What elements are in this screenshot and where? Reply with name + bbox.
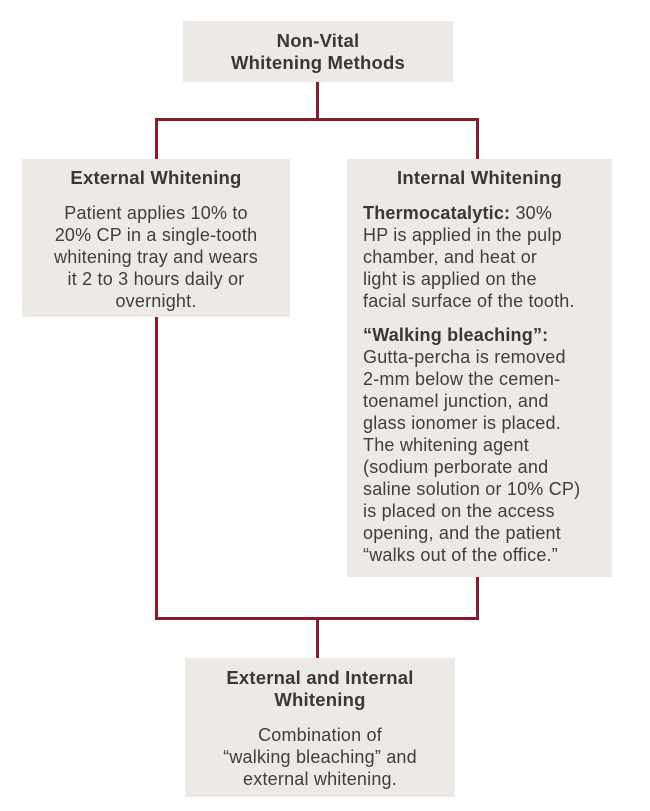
node-internal-whitening: Internal Whitening Thermocatalytic: 30% … [347,159,612,577]
walking-bleaching-paragraph: “Walking bleaching”: Gutta-percha is rem… [363,324,596,566]
node-external-and-internal-whitening: External and Internal Whitening Combinat… [185,658,455,797]
node-external-whitening: External Whitening Patient applies 10% t… [22,159,290,317]
connector-left-merge-vertical [155,317,158,620]
thermocatalytic-paragraph: Thermocatalytic: 30% HP is applied in th… [363,202,596,312]
paragraph-lead: Thermocatalytic: [363,203,511,223]
node-title: Internal Whitening [397,167,562,188]
connector-combined-vertical [316,620,319,658]
connector-branch-horizontal [155,118,479,121]
connector-root-vertical [316,82,319,121]
paragraph-text: Gutta-percha is removed 2-mm below the c… [363,347,581,565]
node-nonvital-whitening-methods: Non-Vital Whitening Methods [183,21,453,82]
node-description: Patient applies 10% to 20% CP in a singl… [54,203,258,311]
paragraph-text: 30% HP is applied in the pulp chamber, a… [363,203,575,311]
paragraph-lead: “Walking bleaching”: [363,325,549,345]
node-title: Non-Vital Whitening Methods [231,29,405,73]
node-title: External Whitening [70,167,242,188]
connector-right-branch-vertical [476,118,479,159]
connector-right-merge-vertical [476,577,479,620]
connector-merge-horizontal [155,617,479,620]
node-title: External and Internal Whitening [226,667,414,710]
connector-left-branch-vertical [155,118,158,159]
node-description: Combination of “walking bleaching” and e… [223,725,417,789]
